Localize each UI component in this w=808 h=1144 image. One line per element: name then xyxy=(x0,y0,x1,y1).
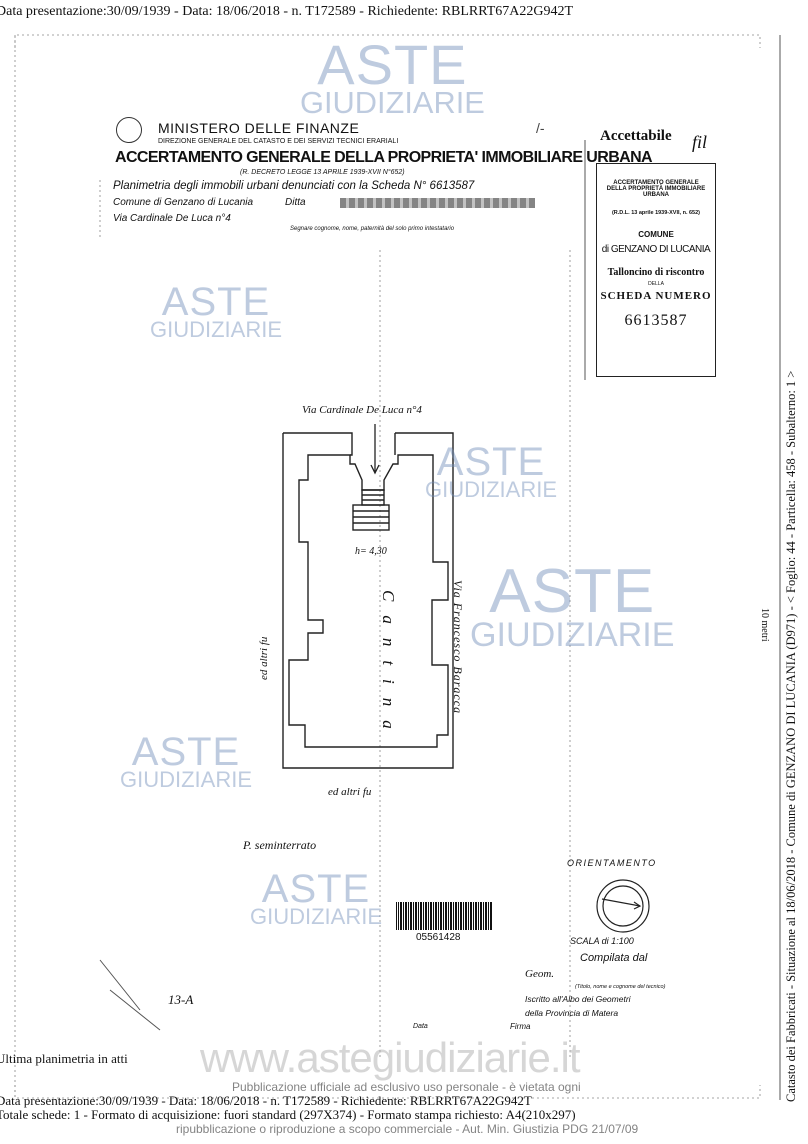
comune-line: Comune di Genzano di Lucania xyxy=(113,197,254,208)
firma-label: Firma xyxy=(510,1022,531,1031)
footer-line-2: Totale schede: 1 - Formato di acquisizio… xyxy=(0,1107,576,1122)
ministry-name: MINISTERO DELLE FINANZE xyxy=(158,120,360,136)
floor-label: P. seminterrato xyxy=(243,838,317,852)
header-line: Data presentazione:30/09/1939 - Data: 18… xyxy=(0,4,574,19)
compass-icon xyxy=(596,879,650,933)
street-right-label: Via Francesco Baracca xyxy=(451,580,465,715)
watermark-giudiziarie-text: GIUDIZIARIE xyxy=(300,85,485,121)
watermark-giudiziarie-text: GIUDIZIARIE xyxy=(120,767,253,793)
height-label: h= 4,30 xyxy=(355,546,387,557)
titolo-note: (Titolo, nome e cognome del tecnico) xyxy=(575,984,666,990)
watermark-giudiziarie-text: GIUDIZIARIE xyxy=(470,615,675,654)
barcode-number: 05561428 xyxy=(416,932,461,943)
initials: fil xyxy=(692,132,708,152)
stamp-numero: 6613587 xyxy=(624,312,688,329)
sketch-lines xyxy=(99,959,161,1031)
room-label: Cantina xyxy=(379,590,398,743)
scala-label: SCALA di 1:100 xyxy=(570,936,634,946)
publication-notice-1: Pubblicazione ufficiale ad esclusivo uso… xyxy=(232,1080,581,1094)
watermark-aste-text: ASTE xyxy=(261,867,371,911)
stamp-talloncino: Talloncino di riscontro xyxy=(607,267,705,278)
footer-line-1: Data presentazione:30/09/1939 - Data: 18… xyxy=(0,1093,532,1108)
stamp-title: ACCERTAMENTO GENERALE DELLA PROPRIETÀ IM… xyxy=(606,180,706,198)
stamp-decree: (R.D.L. 13 aprile 1939-XVII, n. 652) xyxy=(611,210,701,216)
publication-notice-2: ripubblicazione o riproduzione a scopo c… xyxy=(176,1122,639,1136)
ultima-planimetria: Ultima planimetria in atti xyxy=(0,1051,128,1066)
watermark-aste-text: ASTE xyxy=(317,33,468,96)
stamp-della: DELLA xyxy=(648,281,664,287)
orientamento-label: ORIENTAMENTO xyxy=(567,858,657,868)
accettabile-label: Accettabile xyxy=(600,128,672,144)
ditta-redacted xyxy=(340,198,535,208)
watermark-aste-text: ASTE xyxy=(436,440,546,484)
watermark-giudiziarie-text: GIUDIZIARIE xyxy=(250,904,383,930)
form-title: ACCERTAMENTO GENERALE DELLA PROPRIETA' I… xyxy=(115,149,653,166)
corner-mark: /- xyxy=(536,120,545,136)
entrance-arrow xyxy=(370,424,380,475)
decree: (R. DECRETO LEGGE 13 APRILE 1939-XVII N°… xyxy=(240,169,405,176)
talloncino-stamp: ACCERTAMENTO GENERALE DELLA PROPRIETÀ IM… xyxy=(596,163,716,377)
watermark-giudiziarie-text: GIUDIZIARIE xyxy=(425,477,558,503)
iscritto-label: Iscritto all'Albo dei Geometri xyxy=(525,994,631,1004)
provincia-label: della Provincia di Matera xyxy=(525,1008,619,1018)
watermark-aste-text: ASTE xyxy=(489,557,656,626)
building-outline xyxy=(282,432,454,769)
page-border xyxy=(14,34,761,1099)
watermark-aste-text: ASTE xyxy=(131,730,241,774)
address-line: Via Cardinale De Luca n°4 xyxy=(113,213,231,224)
scheda-line: Planimetria degli immobili urbani denunc… xyxy=(113,180,475,192)
street-top-label: Via Cardinale De Luca n°4 xyxy=(302,404,422,416)
page-mark: 13-A xyxy=(168,992,194,1007)
bottom-neighbour-label: ed altri fu xyxy=(328,786,372,798)
emblem-icon xyxy=(116,117,142,143)
geom-label: Geom. xyxy=(525,968,555,980)
stamp-comune: di GENZANO DI LUCANIA xyxy=(601,244,711,255)
side-scale-label: 10 metri xyxy=(759,608,770,642)
watermark-giudiziarie-text: GIUDIZIARIE xyxy=(150,317,283,343)
side-cadastral-text: Catasto dei Fabbricati - Situazione al 1… xyxy=(784,370,798,1102)
data-label: Data xyxy=(413,1023,428,1030)
stamp-comune-label: COMUNE xyxy=(638,230,674,239)
owner-note: Segnare cognome, nome, paternità del sol… xyxy=(290,226,455,232)
compilata-label: Compilata dal xyxy=(580,952,648,964)
ditta-label: Ditta xyxy=(285,197,306,208)
direction-name: DIREZIONE GENERALE DEL CATASTO E DEI SER… xyxy=(158,138,399,145)
barcode xyxy=(396,902,492,930)
left-neighbour-label: ed altri fu xyxy=(258,636,270,680)
watermark-aste-text: ASTE xyxy=(161,280,271,324)
watermark-url: www.astegiudiziarie.it xyxy=(200,1034,581,1081)
stamp-scheda: SCHEDA NUMERO xyxy=(600,290,712,302)
